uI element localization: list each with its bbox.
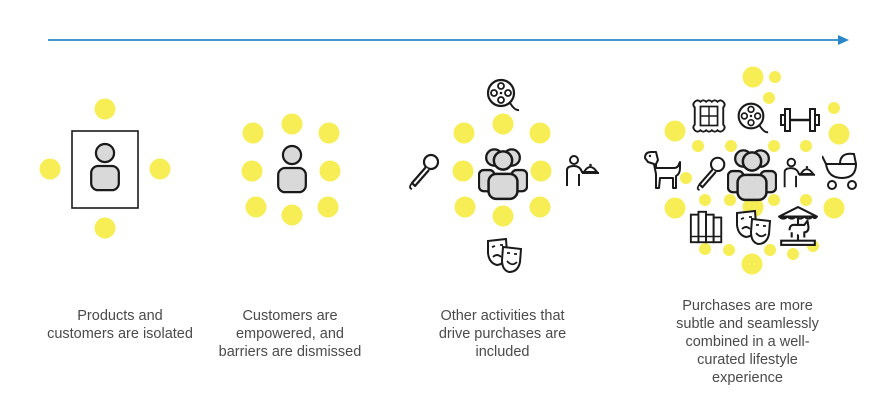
yellow-dot [245,196,267,218]
yellow-dot [318,122,340,144]
yellow-dot [692,140,704,152]
yellow-dot [242,122,264,144]
books-icon [689,210,723,244]
person-icon [90,142,120,192]
yellow-dot [39,158,61,180]
yellow-dot [742,66,764,88]
progression-arrow [48,35,849,45]
film-reel-icon [486,78,521,112]
microphone-icon [696,156,726,191]
yellow-dot [725,140,737,152]
yellow-dot [800,140,812,152]
yellow-dot [453,122,475,144]
stage-2-caption: Customers are empowered, and barriers ar… [218,308,362,360]
yellow-dot [452,160,474,182]
person-icon [277,144,307,194]
film-reel-icon [737,102,770,134]
waiter-cloche-icon [783,157,816,189]
yellow-dot [241,160,263,182]
yellow-dot [492,113,514,135]
yellow-dot [680,172,692,184]
yellow-dot [741,253,763,275]
stage-1-caption: Products and customers are isolated [47,308,193,342]
yellow-dot [823,197,845,219]
stage-4-lifestyle [644,66,857,275]
yellow-dot [763,92,775,104]
stage-3-activities [408,78,600,273]
microphone-icon [408,153,440,190]
yellow-dot [769,71,781,83]
yellow-dot [94,217,116,239]
yellow-dot [768,194,780,206]
stage-3-caption: Other activities that drive purchases ar… [438,308,567,360]
group-icon [478,148,528,201]
group-icon [727,149,777,202]
stroller-icon [822,152,857,190]
yellow-dot [724,194,736,206]
yellow-dot [149,158,171,180]
waiter-cloche-icon [566,155,600,187]
theatre-masks-icon [736,210,771,245]
yellow-dot [787,248,799,260]
dog-icon [644,151,681,189]
yellow-dot [768,140,780,152]
yellow-dot [764,244,776,256]
picture-frame-icon [692,99,726,133]
yellow-dot [664,197,686,219]
yellow-dot [529,196,551,218]
yellow-dot [828,123,850,145]
yellow-dot [828,102,840,114]
dumbbell-icon [779,107,821,133]
yellow-dot [94,98,116,120]
stage-4-caption: Purchases are more subtle and seamlessly… [676,298,819,386]
yellow-dot [317,196,339,218]
yellow-dot [281,204,303,226]
theatre-masks-icon [487,238,522,273]
stage-1-isolated [39,98,171,239]
yellow-dot [530,160,552,182]
stage-2-empowered [241,113,341,226]
yellow-dot [454,196,476,218]
carousel-icon [778,206,818,246]
yellow-dot [281,113,303,135]
yellow-dot [664,120,686,142]
yellow-dot [699,243,711,255]
yellow-dot [529,122,551,144]
yellow-dot [800,194,812,206]
yellow-dot [723,244,735,256]
yellow-dot [699,194,711,206]
yellow-dot [319,160,341,182]
yellow-dot [492,205,514,227]
